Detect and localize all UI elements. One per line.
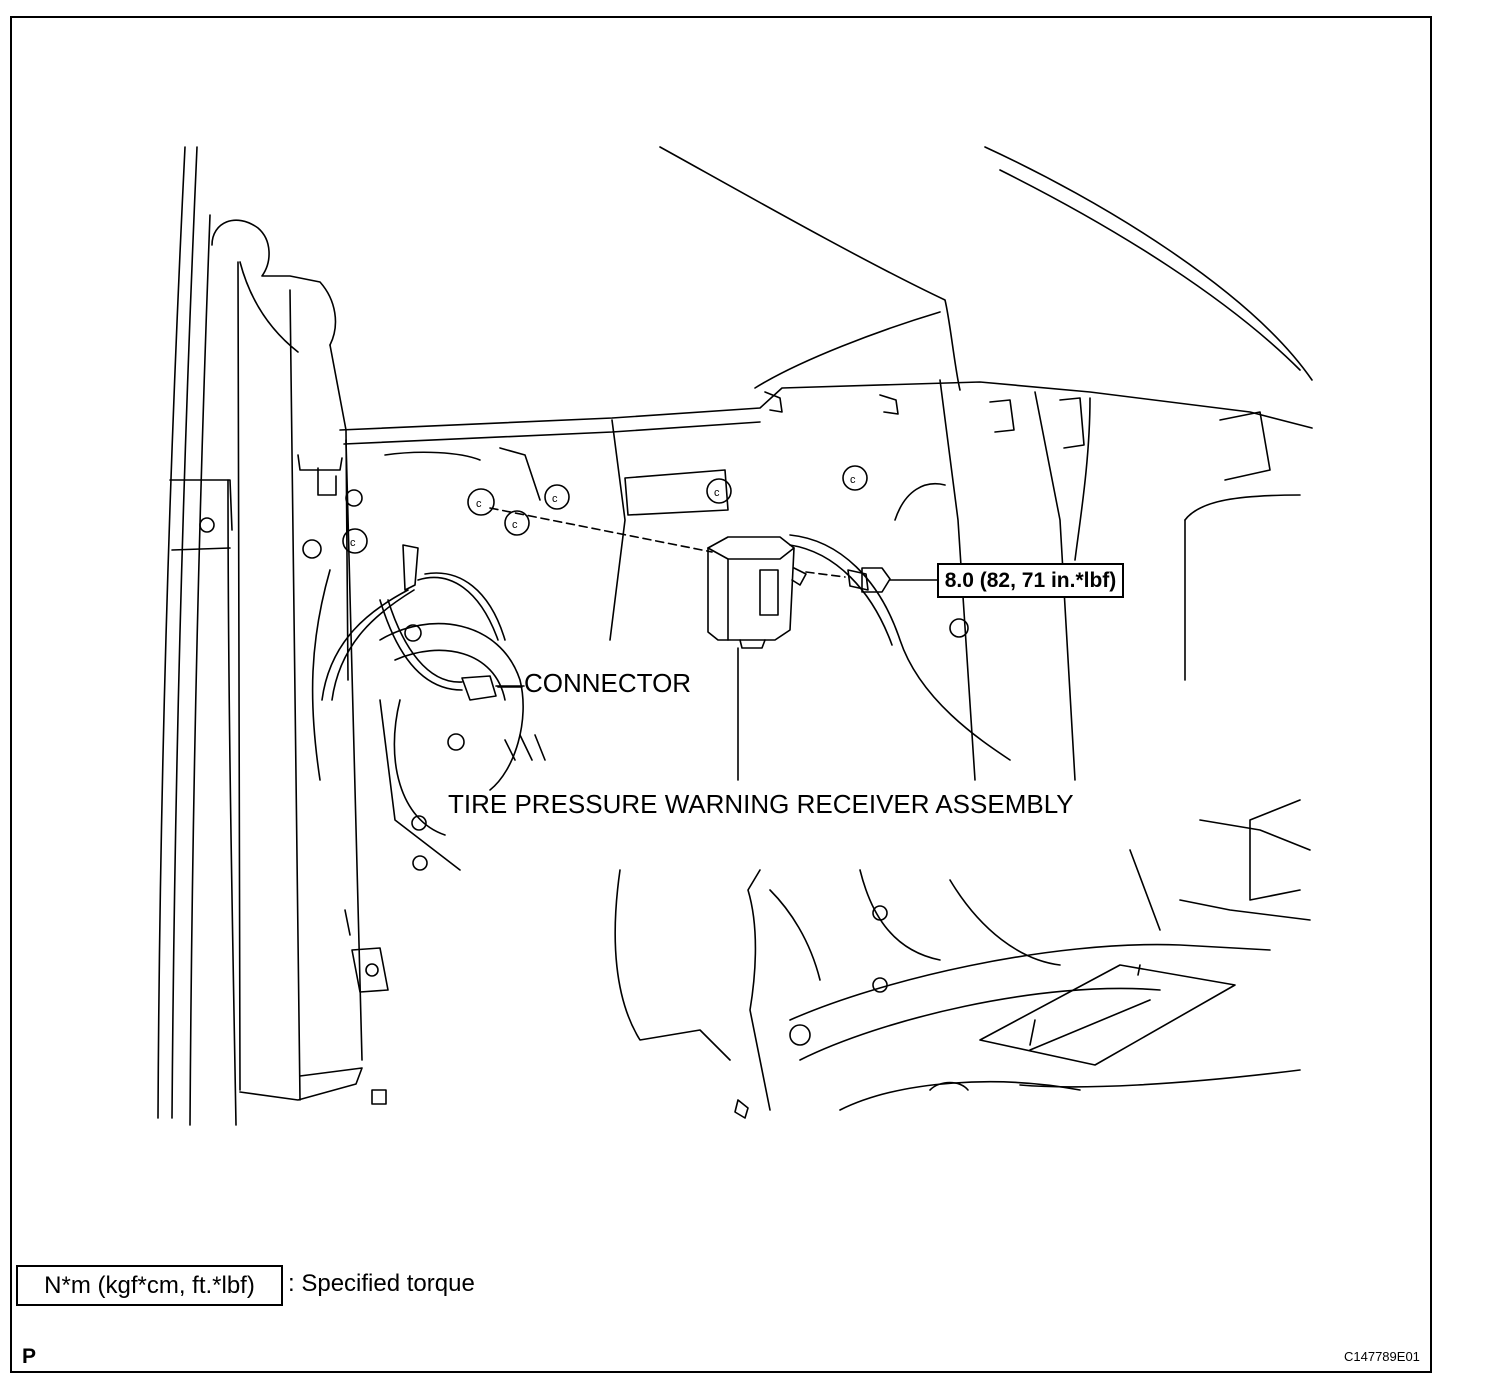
svg-text:c: c (850, 474, 856, 486)
trim-clips (169, 391, 1271, 1105)
corner-letter: P (22, 1345, 37, 1368)
figure-code: C147789E01 (1344, 1349, 1420, 1364)
torque-unit-legend: N*m (kgf*cm, ft.*lbf) (16, 1265, 283, 1306)
svg-text:c: c (552, 493, 558, 505)
svg-text:c: c (476, 498, 482, 510)
diagram-frame (10, 16, 1432, 1373)
instrument-panel (339, 146, 1313, 781)
fastener-holes: c c c c c c (199, 465, 969, 993)
floor-structure (614, 799, 1311, 1119)
seat-belt (211, 219, 363, 1101)
receiver-assembly (707, 536, 807, 781)
mounting-line (489, 507, 939, 593)
torque-specification-box: 8.0 (82, 71 in.*lbf) (937, 563, 1124, 598)
connector-callout: CONNECTOR (524, 668, 692, 698)
receiver-callout: TIRE PRESSURE WARNING RECEIVER ASSEMBLY (448, 789, 1074, 819)
svg-text:c: c (512, 519, 518, 531)
svg-text:c: c (714, 487, 720, 499)
door-frame-lines (157, 146, 237, 1126)
svg-text:c: c (350, 537, 356, 549)
speaker (311, 569, 546, 871)
wire-harness (321, 534, 1011, 761)
legend-description: : Specified torque (288, 1270, 475, 1297)
